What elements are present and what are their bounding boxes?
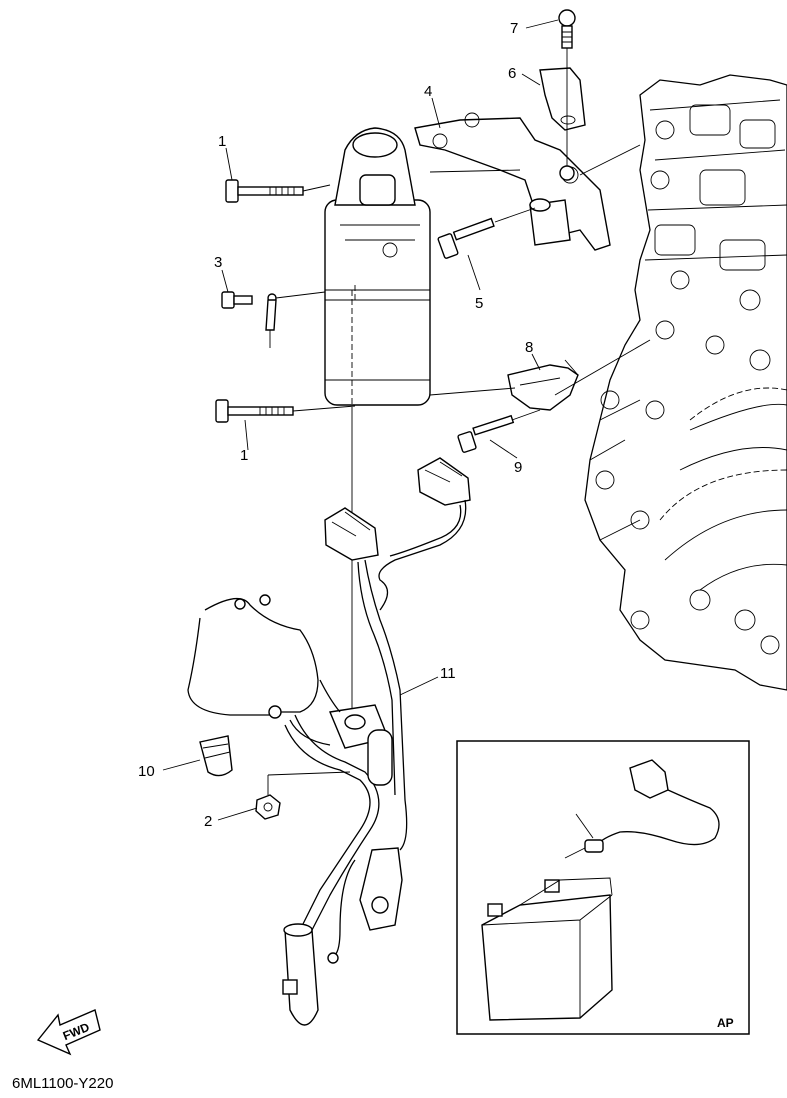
holder-8 xyxy=(507,359,579,411)
callout-10: 10 xyxy=(138,763,155,780)
bolt-1-upper xyxy=(225,179,331,203)
inset-label: AP xyxy=(717,1016,734,1030)
fwd-arrow-icon: FWD xyxy=(36,1009,101,1056)
starter-motor xyxy=(324,127,431,406)
callout-1-upper: 1 xyxy=(218,133,226,150)
bolt-3 xyxy=(221,291,326,348)
bolt-9 xyxy=(457,409,541,453)
bolt-1-lower xyxy=(215,399,356,423)
callout-2: 2 xyxy=(204,813,212,830)
bolt-5 xyxy=(437,207,536,259)
callout-6: 6 xyxy=(508,65,516,82)
wire-harness-11 xyxy=(187,457,471,1026)
callout-8: 8 xyxy=(525,339,533,356)
clamp-10 xyxy=(199,735,233,777)
lead-12 xyxy=(564,759,720,859)
callout-3: 3 xyxy=(214,254,222,271)
inset-box: AP xyxy=(456,740,750,1035)
callout-11: 11 xyxy=(440,665,456,682)
callout-1-lower: 1 xyxy=(240,447,248,464)
bracket-4 xyxy=(414,112,611,251)
battery xyxy=(481,877,613,1021)
callout-7: 7 xyxy=(510,20,518,37)
bolt-7 xyxy=(558,9,576,181)
nut-2 xyxy=(255,771,351,820)
holder-6 xyxy=(539,67,586,131)
callout-4: 4 xyxy=(424,83,432,100)
engine-block xyxy=(584,74,787,691)
diagram-code: 6ML1100-Y220 xyxy=(12,1075,113,1092)
callout-9: 9 xyxy=(514,459,522,476)
callout-5: 5 xyxy=(475,295,483,312)
